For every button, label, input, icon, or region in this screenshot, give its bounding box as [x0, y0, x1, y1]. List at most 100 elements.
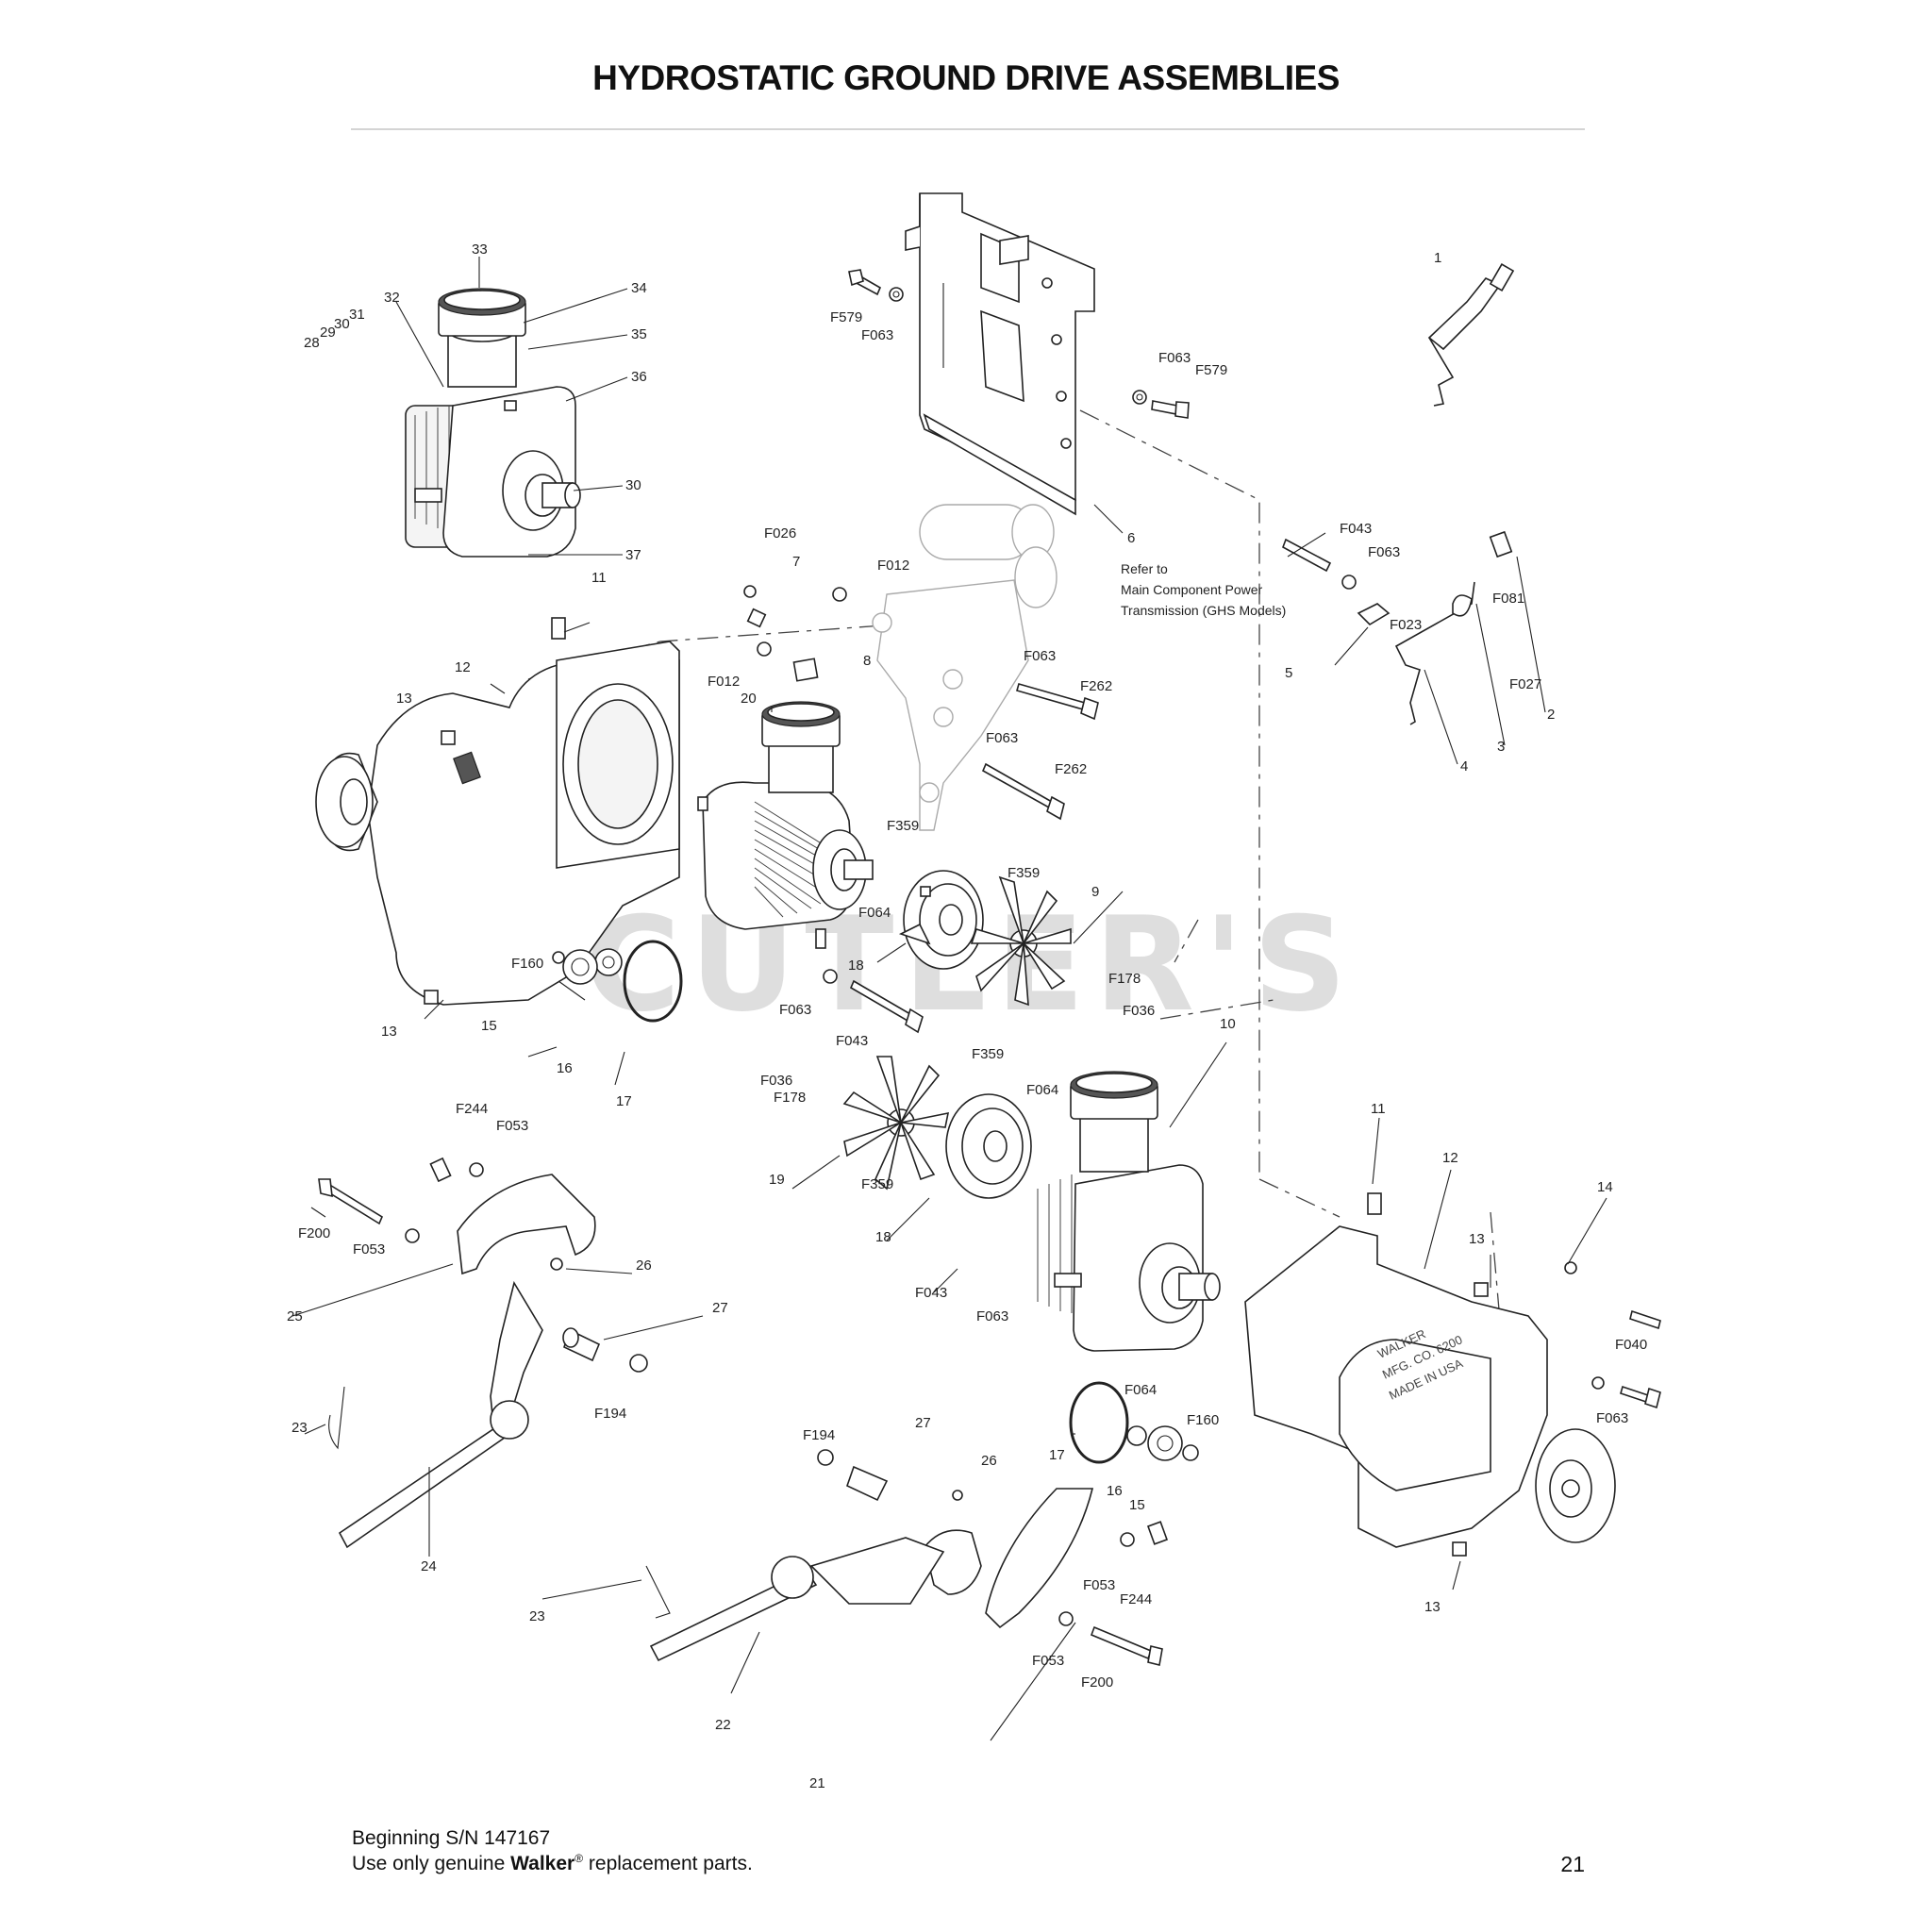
callout: 21: [809, 1775, 825, 1791]
callout: 13: [396, 691, 412, 707]
callout: 32: [384, 290, 400, 306]
svg-text:Refer to: Refer to: [1121, 561, 1168, 576]
callout: 14: [1597, 1179, 1613, 1195]
callout: F359: [1008, 865, 1040, 881]
callout: 26: [981, 1453, 997, 1469]
linkage-left: [318, 1157, 648, 1549]
callout: 17: [616, 1093, 632, 1109]
callout: 12: [455, 659, 471, 675]
callout: F064: [1124, 1382, 1157, 1398]
leader-lines: [291, 257, 1607, 1741]
hydro-pump-upper-left: [405, 288, 581, 558]
callout: F359: [887, 818, 919, 834]
callout: 13: [1469, 1231, 1485, 1247]
callout: 17: [1049, 1447, 1065, 1463]
transmission-housing-right: WALKER MFG. CO. 6200 MADE IN USA: [1244, 1192, 1661, 1557]
callout: 30: [334, 316, 350, 332]
callout: F178: [774, 1090, 806, 1106]
callout: F063: [976, 1308, 1008, 1324]
registered-mark: ®: [575, 1852, 584, 1865]
callout: F244: [456, 1101, 488, 1117]
callout: F063: [861, 327, 893, 343]
callout: 13: [381, 1024, 397, 1040]
callout: F359: [972, 1046, 1004, 1062]
hydro-pump-lower: [1037, 1071, 1221, 1352]
callout: 19: [769, 1172, 785, 1188]
callout: 11: [591, 570, 607, 586]
callout: F026: [764, 525, 796, 541]
callout: F040: [1615, 1337, 1647, 1353]
callout: 23: [529, 1608, 545, 1624]
callout: F012: [877, 558, 909, 574]
callout: F043: [915, 1285, 947, 1301]
callout: 31: [349, 307, 365, 323]
callout: 18: [848, 958, 864, 974]
callout: F036: [1123, 1003, 1155, 1019]
callout: F262: [1080, 678, 1112, 694]
callout: F064: [1026, 1082, 1058, 1098]
callout: F063: [1024, 648, 1056, 664]
reference-mount-ghost: [872, 504, 1058, 831]
callout: 28: [304, 335, 320, 351]
callout: 26: [636, 1257, 652, 1274]
svg-text:Main Component Power: Main Component Power: [1121, 582, 1263, 597]
callout: 22: [715, 1717, 731, 1733]
callout: 16: [557, 1060, 573, 1076]
callout: 5: [1285, 665, 1292, 681]
callout: F053: [496, 1118, 528, 1134]
callout: F043: [836, 1033, 868, 1049]
control-lever-4: [1282, 530, 1513, 725]
callout: F053: [353, 1241, 385, 1257]
hydro-pump-center: [697, 701, 874, 949]
cooling-fan-19: [842, 1056, 950, 1191]
callout: F027: [1509, 676, 1541, 692]
callout-labels: 33 34 35 36 32 31 30 29 28 30 37 F579 F0…: [287, 242, 1647, 1791]
callout: 1: [1434, 250, 1441, 266]
mounting-bracket: [905, 192, 1095, 516]
callout: 36: [631, 369, 647, 385]
callout: F359: [861, 1176, 893, 1192]
bracket-fasteners: [848, 269, 1190, 419]
callout: 15: [1129, 1497, 1145, 1513]
callout: 30: [625, 477, 641, 493]
gear-set-lower: [1069, 1381, 1199, 1464]
footer-note: Use only genuine Walker® replacement par…: [352, 1852, 753, 1875]
callout: 4: [1460, 758, 1468, 774]
callout: F081: [1492, 591, 1524, 607]
callout: 34: [631, 280, 647, 296]
callout: 7: [792, 554, 800, 570]
callout: 12: [1442, 1150, 1458, 1166]
callout: 29: [320, 325, 336, 341]
callout: F023: [1390, 617, 1422, 633]
callout: 27: [915, 1415, 931, 1431]
linkage-lower: [645, 1449, 1169, 1666]
callout: 20: [741, 691, 757, 707]
callout: 10: [1220, 1016, 1236, 1032]
callout: 23: [291, 1420, 308, 1436]
callout: 33: [472, 242, 488, 258]
callout: F043: [1340, 521, 1372, 537]
footer-brand: Walker: [510, 1853, 575, 1874]
control-lever-1: [1427, 263, 1515, 407]
callout: F194: [803, 1427, 835, 1443]
callout: 35: [631, 326, 647, 342]
callout: F036: [760, 1073, 792, 1089]
callout: F200: [298, 1225, 330, 1241]
page-number: 21: [1560, 1852, 1585, 1876]
callout: F160: [1187, 1412, 1219, 1428]
footer-serial-number: Beginning S/N 147167: [352, 1827, 551, 1849]
cooling-fan-9: [970, 875, 1072, 1007]
callout: F063: [1158, 350, 1191, 366]
page-title: HYDROSTATIC GROUND DRIVE ASSEMBLIES: [592, 58, 1340, 97]
footer-note-suffix: replacement parts.: [583, 1853, 753, 1874]
callout: 6: [1127, 530, 1135, 546]
callout: F160: [511, 956, 543, 972]
center-bolts: [743, 585, 1099, 1034]
callout: 11: [1371, 1101, 1386, 1117]
callout: 16: [1107, 1483, 1123, 1499]
callout: F053: [1032, 1653, 1064, 1669]
footer-note-prefix: Use only genuine: [352, 1853, 511, 1874]
callout: 9: [1091, 884, 1099, 900]
gear-set-upper: [552, 940, 683, 1023]
